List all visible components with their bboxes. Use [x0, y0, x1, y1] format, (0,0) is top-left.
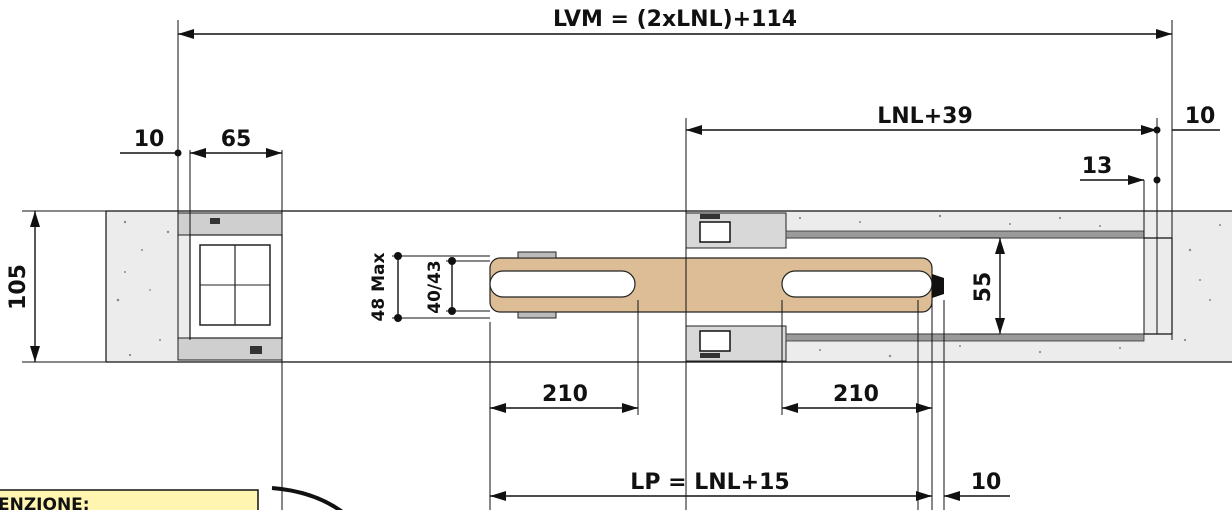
label-105: 105	[6, 264, 31, 310]
label-end-gap: 10	[971, 470, 1002, 495]
label-slot-right: 210	[833, 382, 879, 407]
label-40-43: 40/43	[425, 260, 445, 314]
label-slot-left: 210	[542, 382, 588, 407]
door-panel	[489, 251, 944, 319]
extension-lines	[22, 20, 1173, 510]
note-callout-curve	[271, 486, 343, 510]
label-lp: LP = LNL+15	[630, 470, 789, 495]
label-lvm: LVM = (2xLNL)+114	[553, 7, 797, 32]
dimension-lines	[30, 29, 1220, 501]
label-48-max: 48 Max	[369, 253, 389, 322]
note-title: ENZIONE:	[0, 495, 90, 510]
label-left-width: 65	[221, 127, 252, 152]
panel-stopper	[932, 274, 944, 298]
label-left-gap: 10	[134, 127, 165, 152]
left-jamb-profile	[177, 212, 283, 361]
slot-right	[781, 270, 933, 298]
panel-guide-top	[517, 251, 557, 259]
dimension-dots	[174, 126, 1161, 322]
label-right-gap: 10	[1185, 104, 1216, 129]
panel-guide-bottom	[517, 311, 557, 319]
note-box	[0, 489, 259, 510]
pocket-track	[685, 212, 1145, 362]
label-13: 13	[1082, 154, 1113, 179]
slot-left	[489, 270, 636, 298]
label-55: 55	[971, 272, 996, 303]
attention-note: ENZIONE:	[0, 486, 343, 510]
label-lnl-39: LNL+39	[877, 104, 973, 129]
dim-end-gap-arrow	[944, 491, 960, 501]
